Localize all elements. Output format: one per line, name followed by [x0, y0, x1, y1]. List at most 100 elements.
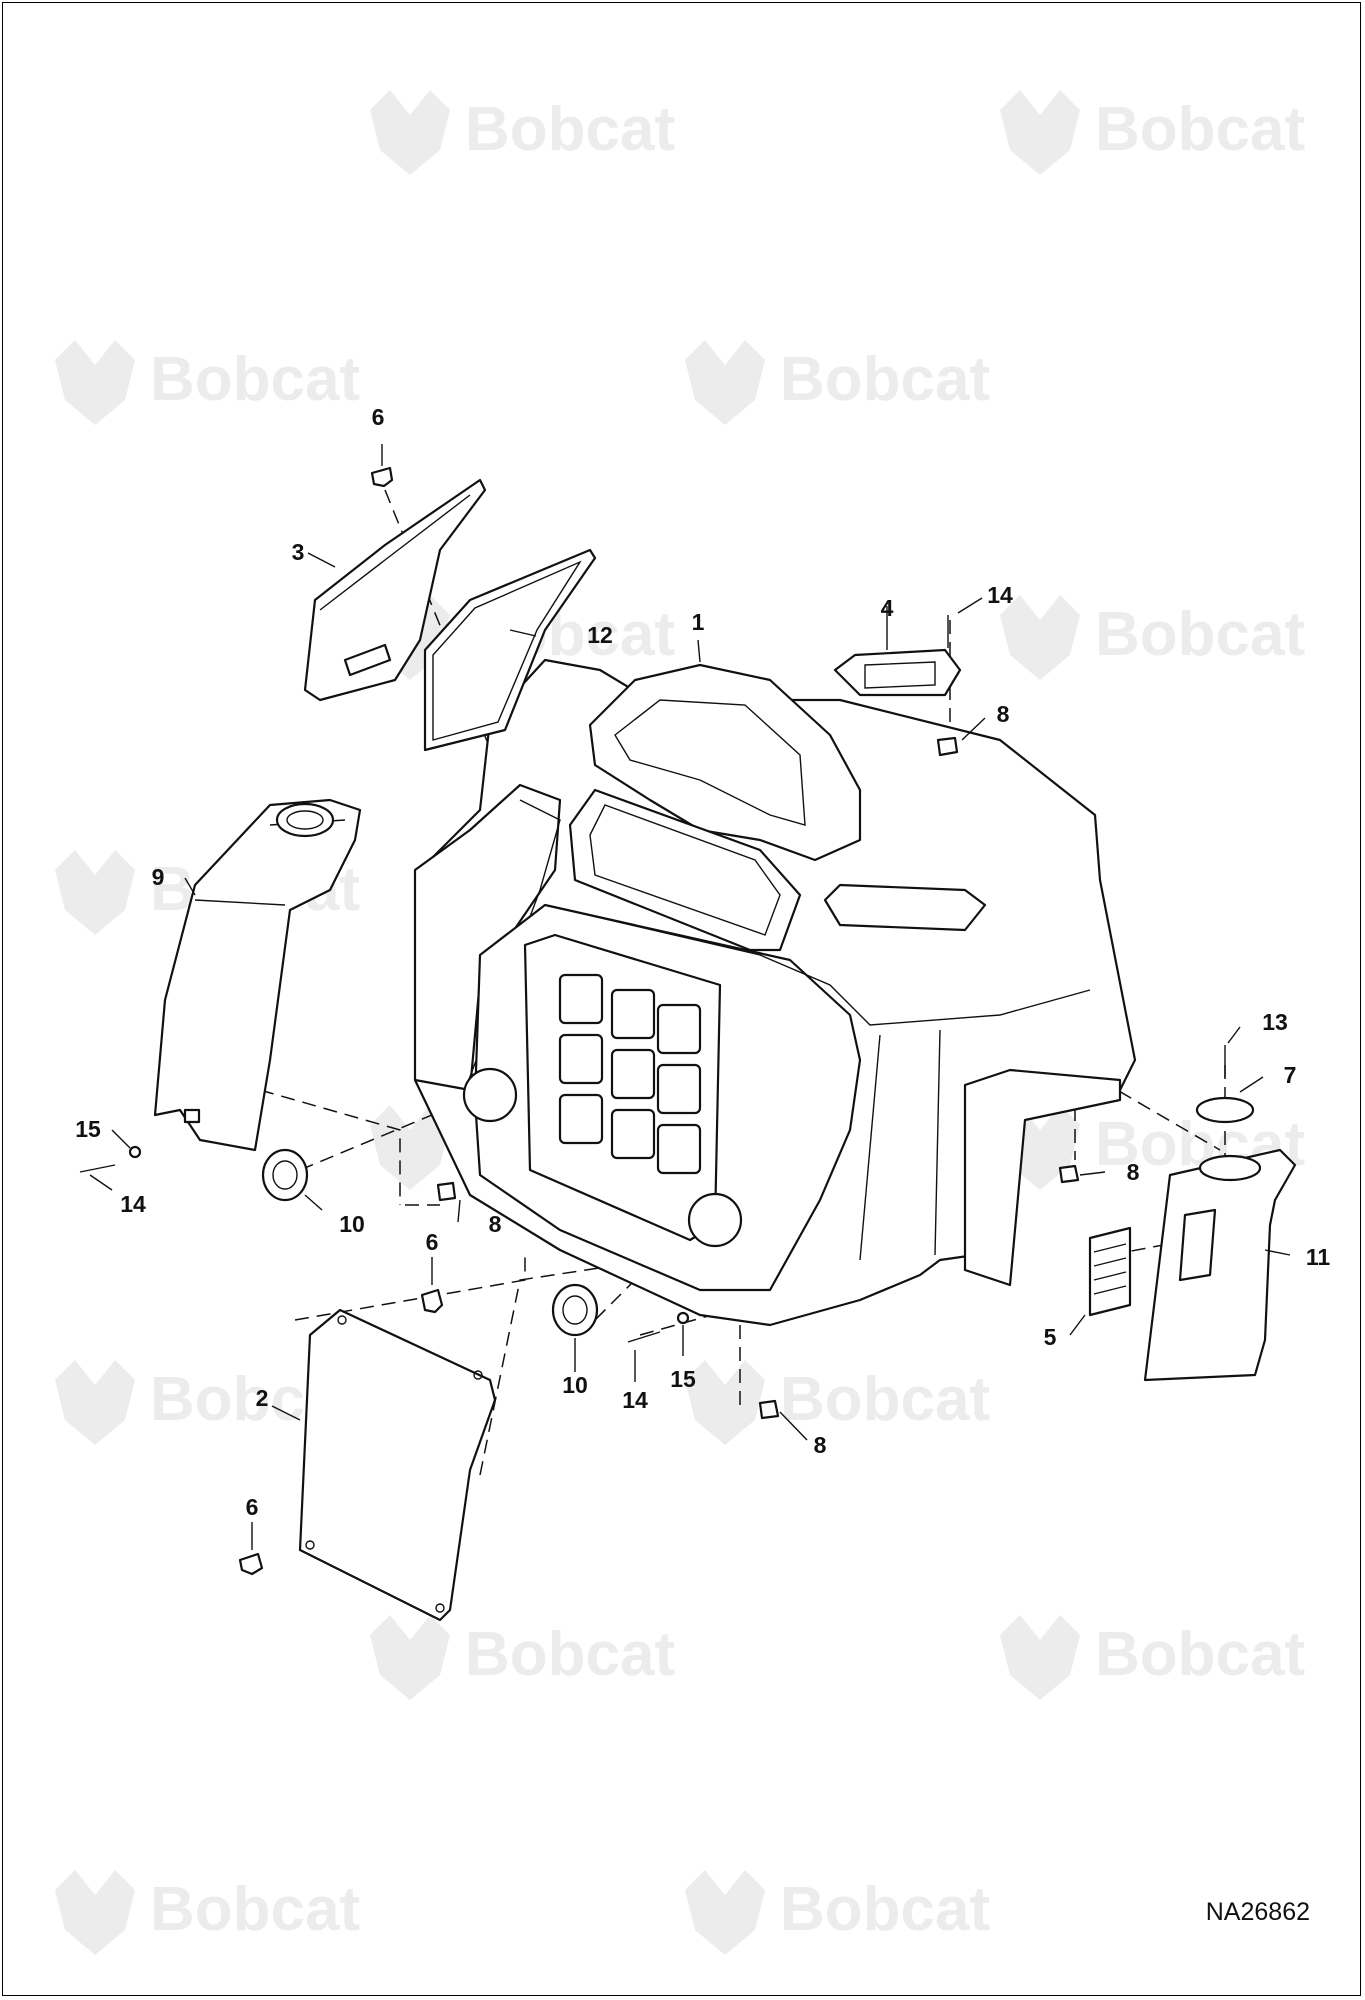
bobcat-logo-icon	[370, 90, 450, 175]
upper-console-window	[614, 699, 806, 826]
part-14-screw-icon	[627, 1331, 661, 1343]
part-8-clip-icon	[936, 736, 959, 757]
callout-2: 2	[256, 1385, 269, 1411]
leader-line	[509, 629, 537, 637]
part-10-speaker	[261, 1148, 309, 1202]
part-15-washer-icon	[128, 1145, 142, 1159]
leader-line	[957, 597, 983, 614]
bobcat-logo-icon	[370, 1615, 450, 1700]
callout-15: 15	[75, 1116, 101, 1142]
mounting-hole	[337, 1315, 347, 1325]
mounting-hole	[435, 1603, 445, 1613]
switch-slot	[656, 1063, 702, 1115]
knob-icon	[238, 1552, 264, 1576]
left-side-wall	[413, 783, 562, 1092]
watermark: Bobcat	[685, 1870, 990, 1955]
trim-speaker-inner	[286, 810, 324, 830]
watermark-text: Bobcat	[1095, 1620, 1305, 1689]
watermark: Bobcat	[1000, 90, 1305, 175]
watermark-text: Bobcat	[150, 1875, 360, 1944]
vent-louver	[1093, 1257, 1127, 1267]
leader-line	[1239, 1076, 1264, 1093]
part-1-dash-panel	[413, 658, 1137, 1327]
part-8-clip-icon	[436, 1181, 457, 1202]
left-trim-body	[153, 798, 362, 1152]
right-vent-channel	[963, 1068, 1122, 1287]
plate-body	[833, 648, 962, 697]
bobcat-logo-icon	[685, 340, 765, 425]
knob-icon	[420, 1288, 444, 1314]
bobcat-logo-icon	[55, 1870, 135, 1955]
speaker-opening	[462, 1067, 518, 1123]
drawing-number: NA26862	[1206, 1898, 1310, 1926]
switch-slot	[656, 1003, 702, 1055]
mounting-hole	[305, 1540, 315, 1550]
leader-line	[307, 552, 336, 568]
watermark: Bobcat	[685, 1360, 990, 1445]
part-14-screw-icon	[79, 1164, 116, 1173]
switch-slot	[610, 1108, 656, 1160]
callout-6: 6	[426, 1229, 439, 1255]
callout-14: 14	[987, 582, 1013, 608]
dash-top-vent-opening	[823, 883, 987, 932]
leader-line	[111, 1129, 131, 1149]
part-12-gasket	[423, 548, 597, 752]
callout-8: 8	[814, 1432, 827, 1458]
part-3-cover	[303, 478, 487, 702]
part-9-left-trim	[153, 798, 362, 1152]
part-4-plate	[833, 648, 962, 697]
callout-11: 11	[1306, 1244, 1331, 1270]
watermark: Bobcat	[1000, 1615, 1305, 1700]
callout-8: 8	[489, 1211, 502, 1237]
callout-labels: 1 2 3 4 5 6 7 8 9 10 11 12 13 14 15 6 6 …	[75, 404, 1330, 1520]
switch-slot	[558, 973, 604, 1025]
watermark: Bobcat	[685, 340, 990, 425]
watermark-text: Bobcat	[780, 1875, 990, 1944]
cover-latch-icon	[343, 643, 392, 677]
leader-line	[1227, 1026, 1241, 1044]
side-rib	[859, 1034, 881, 1261]
callout-15: 15	[670, 1366, 696, 1392]
bobcat-logo-icon	[1000, 595, 1080, 680]
trim-mount-pad	[1198, 1154, 1262, 1182]
trim-clip-slot	[183, 1108, 201, 1124]
trim-speaker-opening	[275, 802, 335, 838]
vent-grille	[1088, 1226, 1132, 1317]
callout-3: 3	[292, 539, 305, 565]
trim-edge	[194, 899, 286, 906]
callout-10: 10	[562, 1372, 588, 1398]
callout-6: 6	[246, 1494, 259, 1520]
vent-louver	[1093, 1243, 1127, 1253]
bobcat-logo-icon	[1000, 90, 1080, 175]
part-8-clip-icon	[758, 1399, 780, 1420]
part-11-right-trim	[1143, 1148, 1297, 1382]
callout-8: 8	[997, 701, 1010, 727]
callout-10: 10	[339, 1211, 365, 1237]
assembly-line	[479, 1200, 686, 1476]
watermark: Bobcat	[55, 340, 360, 425]
switch-slot	[558, 1033, 604, 1085]
watermark-text: Bobcat	[780, 1365, 990, 1434]
switch-panel	[523, 933, 722, 1242]
right-trim-body	[1143, 1148, 1297, 1382]
callout-12: 12	[587, 622, 613, 648]
leader-line	[779, 1411, 808, 1441]
part-8-clip-icon	[1058, 1164, 1080, 1184]
callout-13: 13	[1262, 1009, 1288, 1035]
speaker-grille-icon	[551, 1283, 599, 1337]
part-5-vent	[1088, 1226, 1132, 1317]
callout-7: 7	[1284, 1062, 1297, 1088]
bobcat-logo-icon	[55, 340, 135, 425]
plate-opening	[864, 661, 936, 689]
speaker-cone	[272, 1160, 298, 1190]
watermark-text: Bobcat	[150, 345, 360, 414]
leader-line	[1069, 1314, 1086, 1336]
watermark: Bobcat	[370, 90, 675, 175]
watermark-text: Bobcat	[1095, 95, 1305, 164]
part-15-washer-icon	[676, 1311, 690, 1325]
part-10-speaker	[551, 1283, 599, 1337]
side-rib	[934, 1029, 941, 1256]
